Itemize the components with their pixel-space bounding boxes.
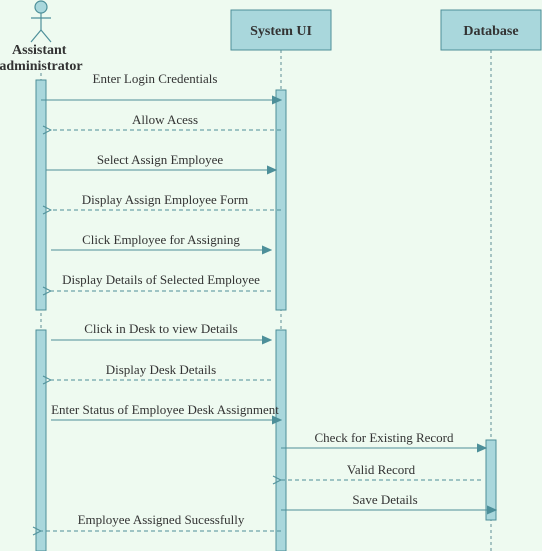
system-activation-1 xyxy=(275,89,287,311)
message-label-9: Enter Status of Employee Desk Assignment xyxy=(51,402,279,417)
message-label-5: Click Employee for Assigning xyxy=(82,232,240,247)
message-label-7: Click in Desk to view Details xyxy=(84,321,237,336)
database-label: Database xyxy=(463,24,518,39)
message-label-8: Display Desk Details xyxy=(106,362,216,377)
message-label-2: Allow Acess xyxy=(132,112,198,127)
database-box xyxy=(440,9,542,51)
system-ui-box xyxy=(230,9,332,51)
message-label-10: Check for Existing Record xyxy=(315,430,454,445)
actor-label: Assistant administrator xyxy=(0,43,83,74)
message-label-6: Display Details of Selected Employee xyxy=(62,272,260,287)
actor-activation-2 xyxy=(35,329,47,551)
message-label-12: Save Details xyxy=(352,492,417,507)
system-activation-2 xyxy=(275,329,287,551)
message-label-13: Employee Assigned Sucessfully xyxy=(78,512,245,527)
actor-icon xyxy=(30,0,52,43)
system-ui-label: System UI xyxy=(250,24,312,39)
message-label-1: Enter Login Credentials xyxy=(93,71,218,86)
message-label-11: Valid Record xyxy=(347,462,416,477)
message-label-3: Select Assign Employee xyxy=(97,152,224,167)
message-label-4: Display Assign Employee Form xyxy=(82,192,248,207)
database-activation xyxy=(485,439,497,521)
actor-activation-1 xyxy=(35,79,47,311)
